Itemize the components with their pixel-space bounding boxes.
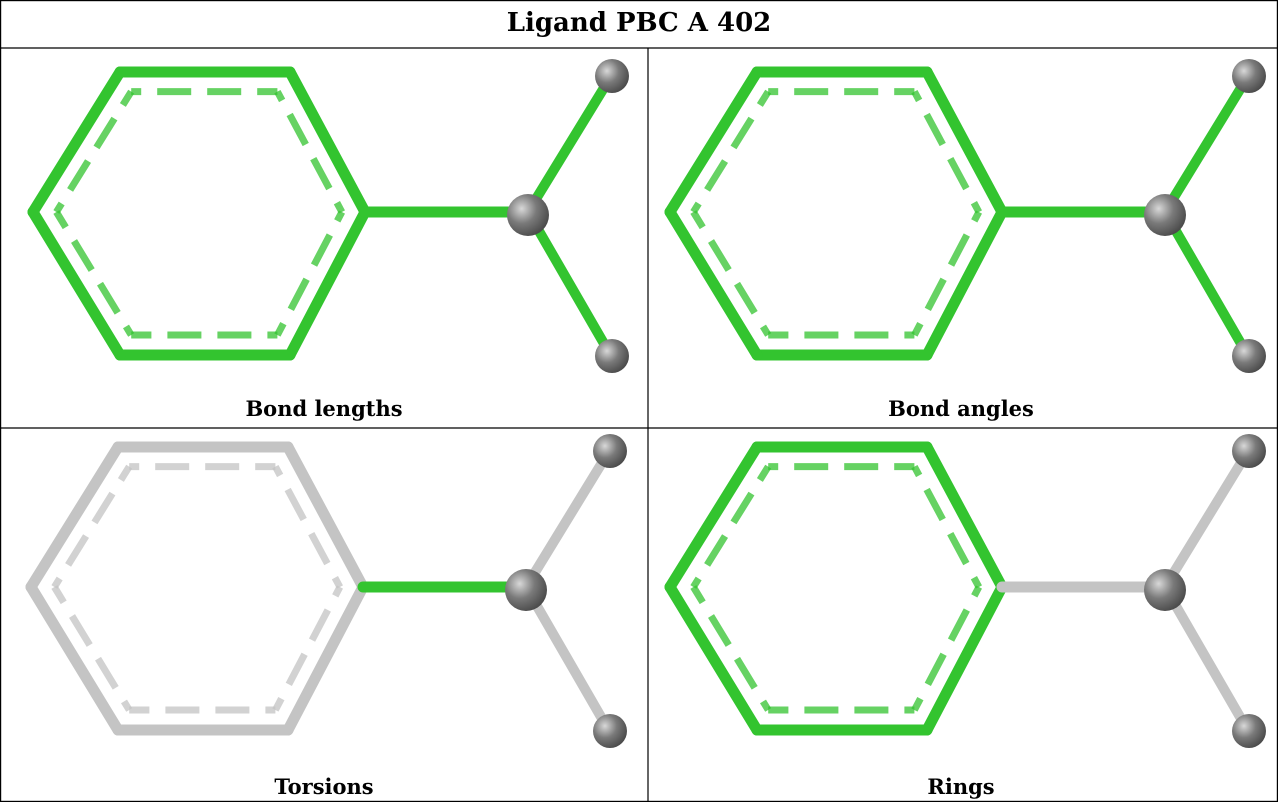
panel-bond-angles [664,59,1266,373]
atom-sphere [1232,714,1266,748]
atom-sphere [507,194,549,236]
ring-bond [921,206,1008,361]
ring-bond [664,206,763,361]
branch-bond [1160,207,1252,359]
ring-bond [25,581,124,736]
ring-bond [282,581,369,736]
ring-bond [27,66,126,218]
branch-bond [521,448,613,592]
panel-bond-lengths [27,59,629,373]
ring-bond [664,441,763,593]
branch-bond [1160,73,1252,217]
branch-bond [521,582,613,734]
atom-sphere [593,434,627,468]
atom-sphere [1232,59,1266,93]
caption-bond-angles: Bond angles [888,396,1034,421]
atom-sphere [1144,194,1186,236]
figure-title: Ligand PBC A 402 [506,8,772,38]
ring-bond [284,66,371,218]
caption-bond-lengths: Bond lengths [245,396,403,421]
atom-sphere [595,339,629,373]
panel-torsions [25,434,627,748]
ring-bond [27,206,126,361]
atom-sphere [595,59,629,93]
ring-bond [921,441,1008,593]
panel-rings [664,434,1266,748]
ring-bond [921,66,1008,218]
ring-bond [25,441,124,593]
atom-sphere [1144,569,1186,611]
atom-sphere [1232,434,1266,468]
branch-bond [1160,582,1252,734]
ring-bond [921,581,1008,736]
caption-rings: Rings [927,774,995,799]
ring-bond [664,581,763,736]
ring-bond [282,441,369,593]
branch-bond [1160,448,1252,592]
atom-sphere [1232,339,1266,373]
caption-torsions: Torsions [274,774,374,799]
branch-bond [523,73,615,217]
ring-bond [284,206,371,361]
atom-sphere [505,569,547,611]
branch-bond [523,207,615,359]
atom-sphere [593,714,627,748]
ring-bond [664,66,763,218]
